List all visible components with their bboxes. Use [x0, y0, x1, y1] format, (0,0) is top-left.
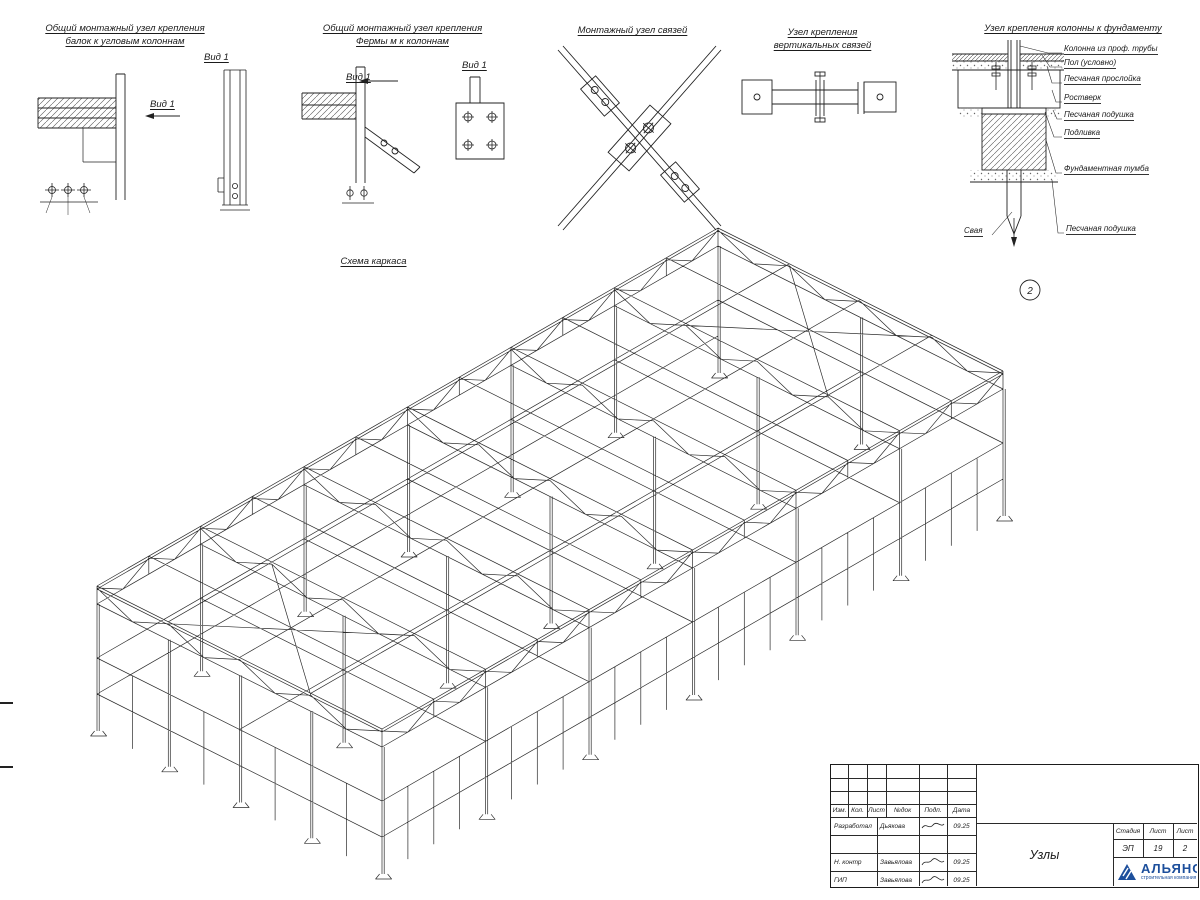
signature-gip [921, 876, 945, 884]
detail3-drawing [557, 45, 722, 231]
detail5-label-pedestal: Фундаментная тумба [1064, 164, 1149, 175]
titleblock-stage-value: ЭП [1122, 843, 1134, 853]
titleblock-line [831, 778, 976, 779]
detail4-drawing [741, 71, 897, 123]
detail5-label-floor: Пол (условно) [1064, 58, 1117, 69]
titleblock-header-izm: Изм. [832, 807, 847, 814]
titleblock-name-2: Завьялова [880, 858, 913, 866]
company-logo-icon [1118, 863, 1136, 880]
titleblock-line [831, 871, 976, 872]
titleblock-sheet-label: Лист [1149, 827, 1167, 835]
detail1-title: Общий монтажный узел крепления балок к у… [35, 22, 215, 48]
titleblock-line [976, 823, 1197, 824]
company-subtitle: строительная компания [1141, 874, 1197, 881]
titleblock-line [877, 817, 878, 886]
company-name: АЛЬЯНС [1141, 860, 1197, 876]
detail2-view-title: Вид 1 [462, 60, 487, 71]
detail5-label-grout: Подливка [1064, 128, 1101, 139]
detail3-title: Монтажный узел связей [555, 24, 710, 37]
titleblock-header-list: Лист [868, 807, 885, 814]
titleblock-role-0: Разработал [834, 822, 872, 830]
titleblock: Изм. Кол. Лист №док Подп. Дата Разработа… [830, 764, 1199, 888]
detail5-title: Узел крепления колонны к фундаменту [948, 22, 1198, 35]
detail1-view-title: Вид 1 [204, 52, 229, 63]
titleblock-name-0: Дьякова [880, 822, 906, 830]
detail5-label-grillage: Ростверк [1064, 93, 1102, 104]
detail5-title-line1: Узел крепления колонны к фундаменту [984, 23, 1162, 34]
detail4-title-line2: вертикальных связей [773, 40, 872, 51]
titleblock-date-0: 09.25 [953, 822, 970, 830]
titleblock-sheet-value: 19 [1153, 843, 1163, 853]
titleblock-role-2: Н. контр [834, 858, 862, 866]
titleblock-line [1173, 823, 1174, 857]
titleblock-header-podp: Подп. [924, 807, 942, 814]
titleblock-line [1113, 857, 1197, 858]
titleblock-line [1113, 823, 1114, 886]
detail1-title-line2: балок к угловым колоннам [65, 36, 185, 47]
detail4-title: Узел крепления вертикальных связей [755, 26, 890, 52]
detail5-label-pile: Свая [964, 226, 983, 237]
detail5-label-sand-cushion-2: Песчаная подушка [1066, 224, 1136, 235]
titleblock-line [1113, 839, 1197, 840]
titleblock-date-3: 09.25 [953, 876, 970, 884]
titleblock-sheets-label: Лист [1176, 827, 1194, 835]
detail5-marker: 2 [1026, 286, 1033, 297]
detail1-drawing [37, 69, 250, 215]
titleblock-line [919, 765, 920, 886]
titleblock-header-ndok: №док [893, 807, 912, 814]
detail5-label-sand-layer: Песчаная прослойка [1064, 74, 1141, 85]
detail1-title-line1: Общий монтажный узел крепления [45, 23, 205, 34]
detail5-label-sand-cushion: Песчаная подушка [1064, 110, 1134, 121]
detail1-view-arrow-label: Вид 1 [150, 99, 175, 110]
company-cell: АЛЬЯНС строительная компания [1113, 857, 1197, 886]
titleblock-line [831, 791, 976, 792]
signature-nkontr [921, 858, 945, 866]
titleblock-line [831, 835, 976, 836]
detail2-title: Общий монтажный узел крепления Фермы м к… [310, 22, 495, 48]
edge-mark-top [0, 702, 13, 704]
titleblock-role-3: ГИП [834, 876, 847, 884]
frame-scheme-title-text: Схема каркаса [340, 256, 407, 267]
titleblock-sheets-value: 2 [1182, 843, 1188, 853]
titleblock-line [976, 765, 977, 886]
signature-razrabotal [921, 822, 945, 829]
titleblock-line [947, 765, 948, 886]
detail2-drawing [301, 66, 505, 204]
titleblock-line [1143, 823, 1144, 857]
frame-scheme-title: Схема каркаса [326, 255, 421, 268]
titleblock-date-2: 09.25 [953, 858, 970, 866]
titleblock-line [831, 804, 976, 805]
detail2-title-line2: Фермы м к колоннам [356, 36, 449, 47]
detail3-title-line1: Монтажный узел связей [577, 25, 688, 36]
detail5-drawing: 2 [952, 40, 1064, 301]
titleblock-header-data: Дата [952, 807, 971, 814]
titleblock-header-kol: Кол. [851, 807, 864, 814]
titleblock-name-3: Завьялова [880, 876, 913, 884]
titleblock-line [831, 853, 976, 854]
titleblock-line [831, 817, 976, 818]
detail2-view-arrow-label: Вид 1 [346, 72, 371, 83]
detail5-label-column: Колонна из проф. трубы [1064, 44, 1158, 55]
edge-mark-bottom [0, 766, 13, 768]
detail2-title-line1: Общий монтажный узел крепления [322, 23, 483, 34]
detail4-title-line1: Узел крепления [787, 27, 858, 38]
titleblock-stage-label: Стадия [1115, 827, 1141, 835]
titleblock-doc-title: Узлы [1029, 847, 1060, 862]
